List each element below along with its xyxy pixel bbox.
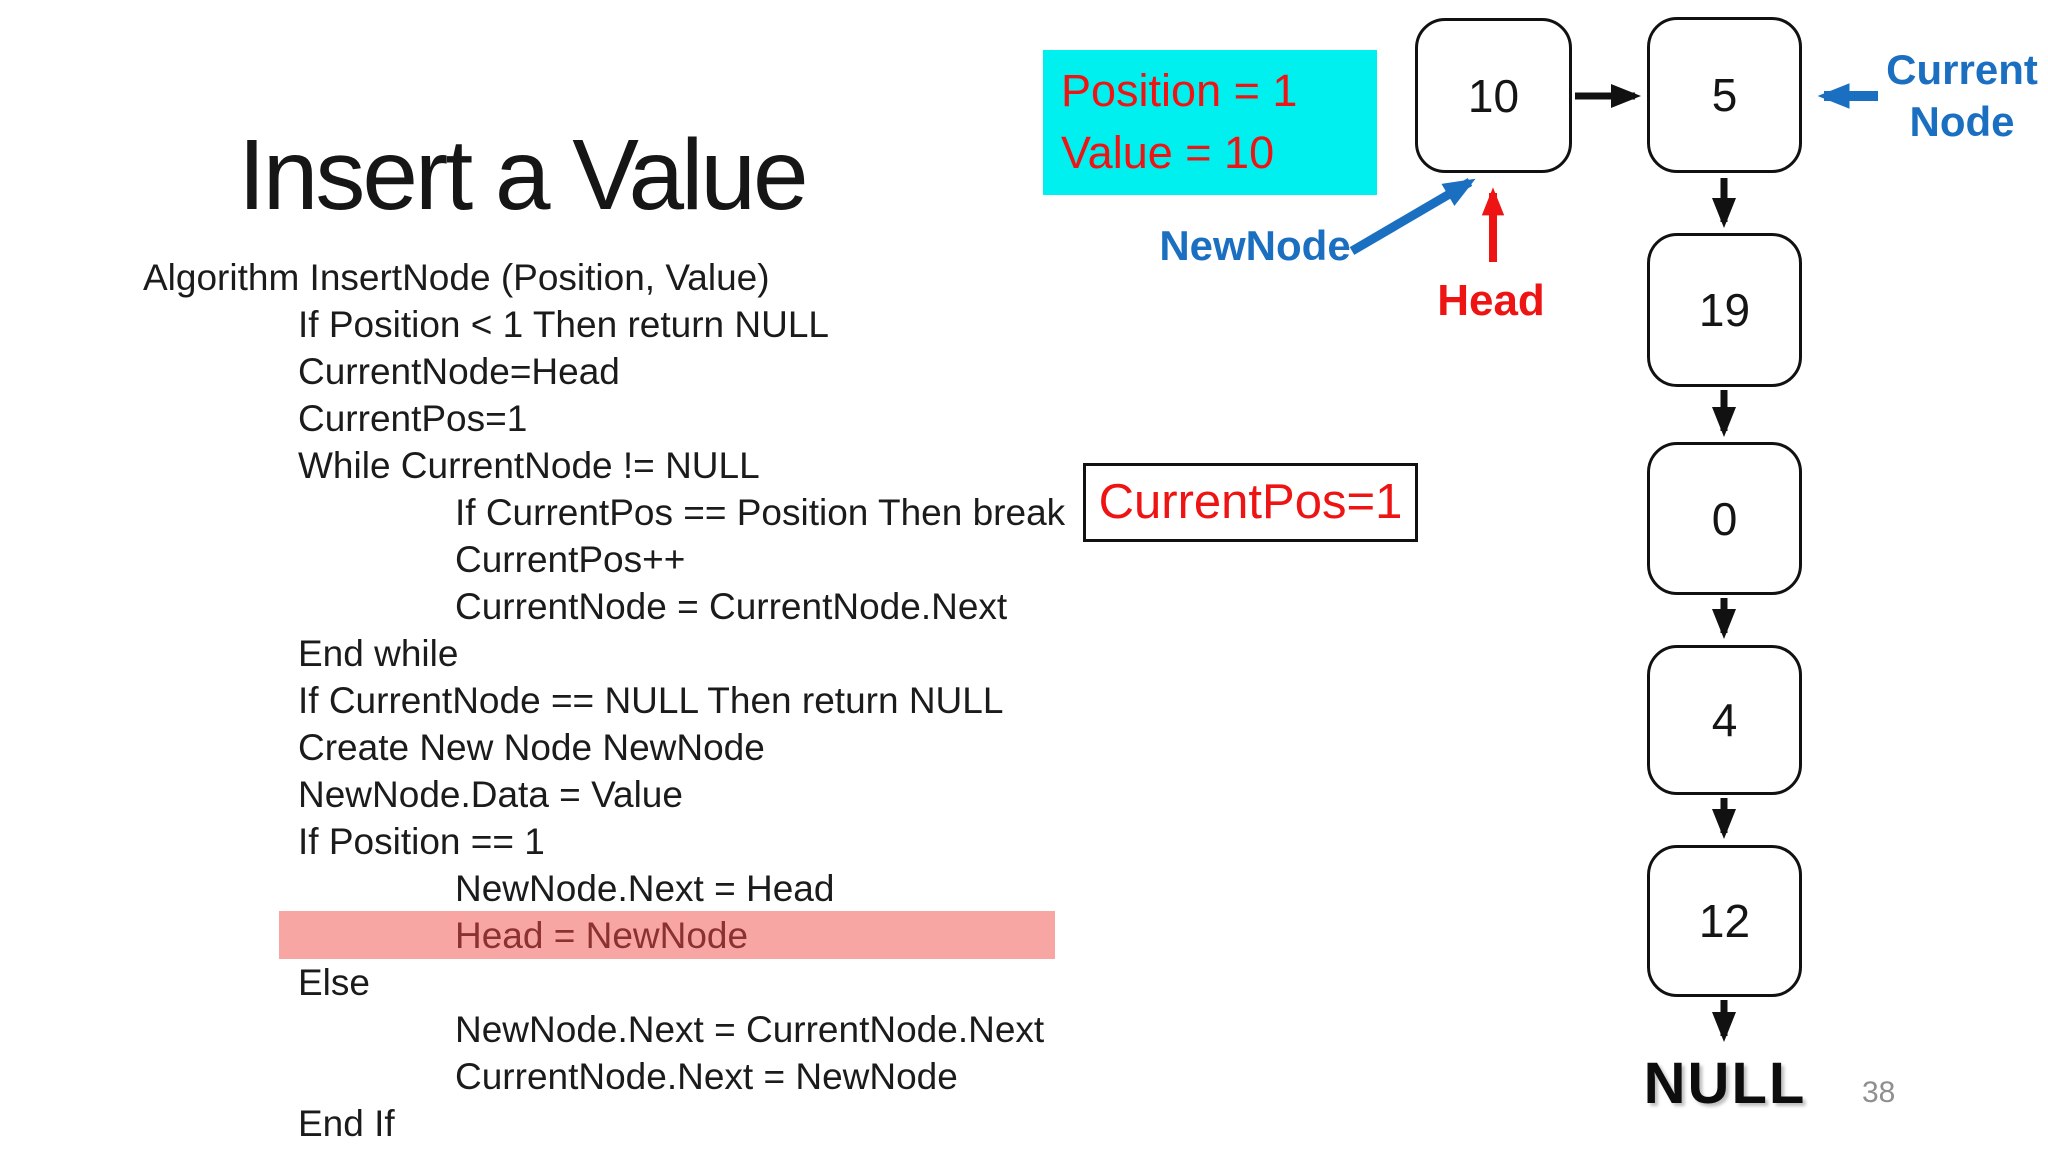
head-label: Head [1437, 276, 1545, 325]
list-node-0: 0 [1647, 442, 1802, 595]
code-line: CurrentPos=1 [298, 398, 528, 439]
current-node-label-line1: Current [1886, 46, 2038, 93]
code-line: End while [298, 633, 459, 674]
code-line: Create New Node NewNode [298, 727, 765, 768]
currentpos-box: CurrentPos=1 [1083, 463, 1418, 542]
list-node-4: 4 [1647, 645, 1802, 795]
callout-value-line: Value = 10 [1061, 127, 1275, 178]
parameters-callout: Position = 1 Value = 10 [1043, 50, 1377, 195]
code-line: CurrentNode = CurrentNode.Next [455, 586, 1008, 627]
code-line: If Position == 1 [298, 821, 545, 862]
list-node-12: 12 [1647, 845, 1802, 997]
newnode-label: NewNode [1159, 222, 1351, 269]
code-block: Algorithm InsertNode (Position, Value) If… [0, 254, 1100, 1147]
current-node-label: Current Node [1872, 44, 2048, 148]
page-title: Insert a Value [238, 119, 809, 231]
code-line: If Position < 1 Then return NULL [298, 304, 829, 345]
code-line: End If [298, 1103, 395, 1144]
code-line: Algorithm InsertNode (Position, Value) [143, 257, 770, 298]
code-line: Else [298, 962, 370, 1003]
null-label: NULL [1643, 1051, 1807, 1116]
list-node-19: 19 [1647, 233, 1802, 387]
code-line: CurrentPos++ [455, 539, 686, 580]
code-line: NewNode.Next = Head [455, 868, 835, 909]
list-node-5: 5 [1647, 17, 1802, 173]
code-line: If CurrentNode == NULL Then return NULL [298, 680, 1004, 721]
callout-position-line: Position = 1 [1061, 65, 1298, 116]
code-line: If CurrentPos == Position Then break [455, 492, 1066, 533]
highlight-bar [279, 911, 1055, 959]
code-line: CurrentNode.Next = NewNode [455, 1056, 958, 1097]
page-number: 38 [1862, 1076, 1896, 1109]
code-line: While CurrentNode != NULL [298, 445, 760, 486]
current-node-label-line2: Node [1909, 98, 2015, 145]
list-node-10: 10 [1415, 18, 1572, 173]
code-line: Head = NewNode [455, 915, 749, 956]
code-line: CurrentNode=Head [298, 351, 620, 392]
code-line: NewNode.Data = Value [298, 774, 683, 815]
currentpos-text: CurrentPos=1 [1098, 475, 1403, 529]
code-line: NewNode.Next = CurrentNode.Next [455, 1009, 1045, 1050]
